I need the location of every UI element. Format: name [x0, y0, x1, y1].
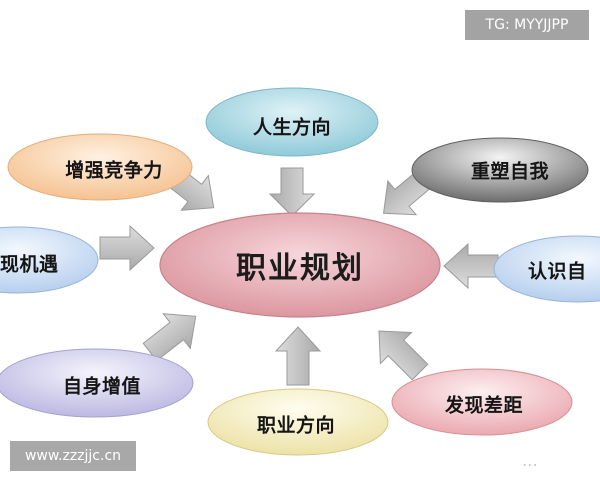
node-top-shape	[205, 87, 379, 157]
node-center-shape	[159, 212, 441, 318]
node-left-label: 现机遇	[0, 253, 59, 276]
node-bottom-shape	[207, 388, 389, 456]
node-top-label: 人生方向	[252, 116, 332, 139]
arrow-left	[99, 224, 155, 272]
faint-watermark-fragment: ⋯	[522, 455, 538, 474]
node-lower-left-shape	[0, 348, 194, 418]
watermark-bottom-left: www.zzzjjc.cn	[10, 441, 136, 471]
arrow-lower-left	[142, 313, 197, 362]
node-right-label: 认识自	[528, 260, 587, 283]
arrow-lower-right	[378, 330, 429, 381]
node-lower-right-label: 发现差距	[444, 394, 524, 417]
node-upper-right-label: 重塑自我	[470, 160, 550, 183]
node-bottom-label: 职业方向	[256, 414, 336, 437]
arrow-right	[443, 242, 499, 290]
arrow-bottom	[274, 326, 322, 386]
node-left-shape	[0, 226, 99, 294]
center-label: 职业规划	[236, 251, 364, 286]
node-upper-right-shape	[411, 137, 589, 203]
node-upper-left-shape	[7, 133, 193, 201]
node-right-shape	[493, 235, 600, 303]
node-upper-left-label: 增强竞争力	[65, 159, 163, 182]
node-lower-left-label: 自身增值	[62, 375, 142, 398]
watermark-top-right: TG: MYYJJPP	[465, 10, 589, 40]
node-lower-right-shape	[391, 368, 573, 436]
arrow-top	[268, 167, 316, 217]
